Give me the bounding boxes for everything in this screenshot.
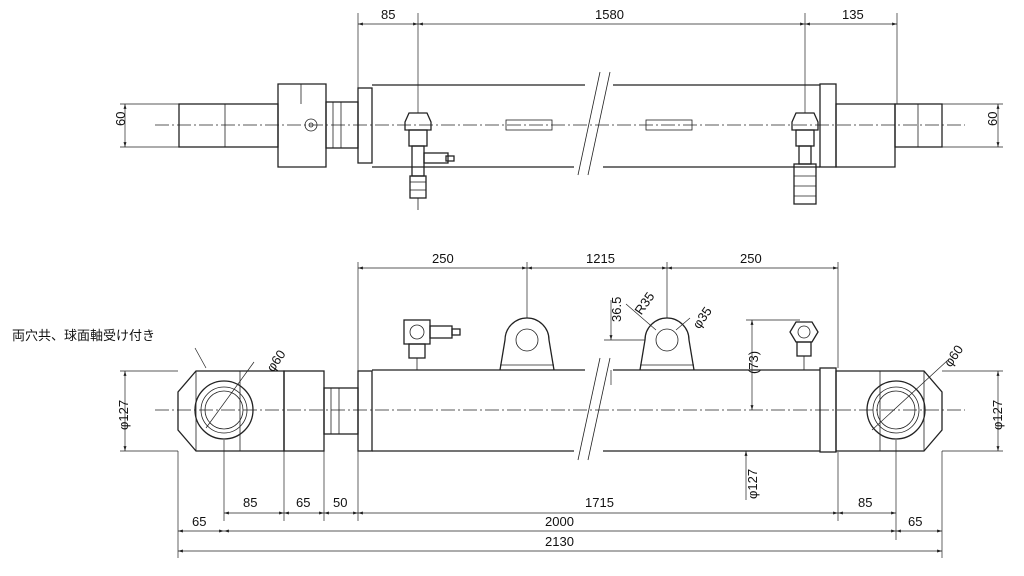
- front-right-port: [789, 321, 819, 370]
- dim-hole-35: φ35: [689, 304, 714, 331]
- front-view: 250 1215 250 36.5 R35 φ35 (73) φ127 φ60 …: [12, 251, 1005, 558]
- dim-right-127: φ127: [990, 400, 1005, 430]
- top-view: 85 1580 135 60 60: [113, 7, 1003, 210]
- dim-1215: 1215: [586, 251, 615, 266]
- dim-250-left: 250: [432, 251, 454, 266]
- dim-135: 135: [842, 7, 864, 22]
- dim-left-127: φ127: [116, 400, 131, 430]
- dim-60-right: 60: [985, 112, 1000, 126]
- dim-60-left: 60: [113, 112, 128, 126]
- dim-65-left: 65: [192, 514, 206, 529]
- left-eye: [177, 347, 373, 452]
- bearing-note: 両穴共、球面軸受け付き: [12, 328, 155, 343]
- dim-2130: 2130: [545, 534, 574, 549]
- front-tube: [372, 357, 837, 461]
- front-left-port: [403, 319, 461, 370]
- dim-50: 50: [333, 495, 347, 510]
- left-bracket: [499, 317, 555, 371]
- right-rod-end: [835, 103, 943, 168]
- dim-250-right: 250: [740, 251, 762, 266]
- dim-85-left: 85: [243, 495, 257, 510]
- dim-r35: R35: [631, 289, 657, 317]
- dim-eye-60-left: φ60: [263, 347, 288, 374]
- dim-36-5: 36.5: [609, 297, 624, 322]
- dim-1580: 1580: [595, 7, 624, 22]
- right-bracket: [639, 317, 695, 371]
- dim-1715: 1715: [585, 495, 614, 510]
- top-tube: [372, 71, 837, 176]
- top-right-port: [791, 112, 819, 205]
- dim-2000: 2000: [545, 514, 574, 529]
- dim-65-mid: 65: [296, 495, 310, 510]
- left-rod-end: [178, 83, 373, 168]
- top-left-port: [404, 112, 455, 210]
- dim-65-right: 65: [908, 514, 922, 529]
- dim-tube-127: φ127: [745, 469, 760, 499]
- dim-85-right: 85: [858, 495, 872, 510]
- dim-73: (73): [746, 351, 761, 374]
- dim-eye-60-right: φ60: [941, 342, 966, 369]
- dim-85-top: 85: [381, 7, 395, 22]
- right-eye: [835, 359, 949, 452]
